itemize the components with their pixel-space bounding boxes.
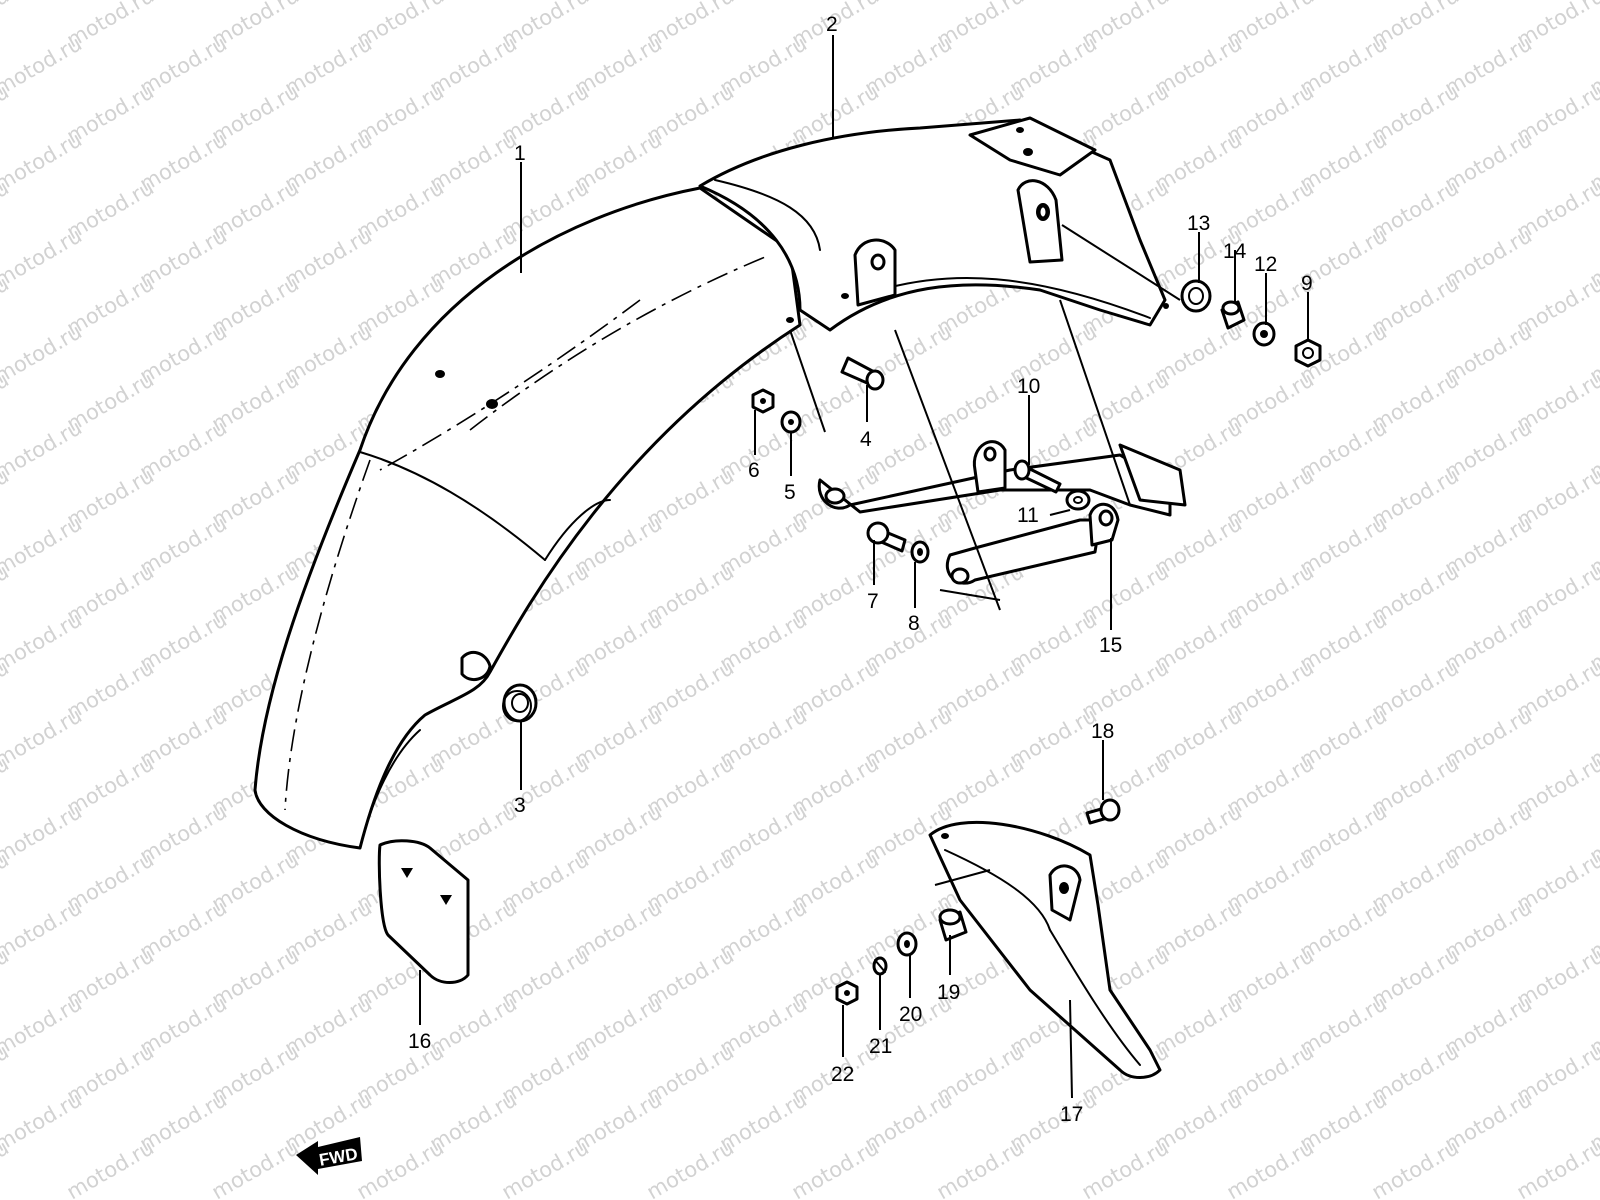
rear-fender-part-1	[253, 186, 802, 850]
watermark-text: motod.ru	[933, 1135, 1028, 1200]
callout-21: 21	[869, 1035, 892, 1058]
watermark-text: motod.ru	[788, 1135, 883, 1200]
callout-22: 22	[831, 1063, 854, 1086]
mud-guard-part-17	[928, 820, 1162, 1079]
watermark-text: motod.ru	[0, 31, 86, 100]
washer-part-20	[896, 931, 918, 957]
nut-part-6	[751, 388, 775, 414]
callout-13: 13	[1187, 212, 1210, 235]
washer-part-12	[1252, 321, 1276, 347]
watermark-text: motod.ru	[63, 1135, 158, 1200]
callout-8: 8	[908, 612, 920, 635]
watermark-text: motod.ru	[643, 1135, 738, 1200]
watermark-text: motod.ru	[498, 1135, 593, 1200]
watermark-text: motod.ru	[0, 991, 86, 1060]
bracket-part-15	[817, 440, 1187, 585]
watermark-text: motod.ru	[0, 223, 86, 292]
callout-labels: 1 2 3 4 5 6 7 8 9 10 11 12 13 14 15 16 1…	[408, 13, 1313, 1126]
callout-leaders	[419, 35, 1309, 1099]
watermark-text: motod.ru	[208, 1135, 303, 1200]
nut-part-9	[1294, 338, 1322, 368]
callout-9: 9	[1301, 272, 1313, 295]
bolt-part-4	[840, 356, 885, 391]
bolt-part-7	[866, 521, 907, 553]
watermark-text: motod.ru	[0, 703, 86, 772]
collar-part-19	[938, 908, 968, 942]
grommet-part-3	[502, 683, 538, 723]
nut-part-22	[835, 980, 859, 1006]
callout-14: 14	[1223, 240, 1247, 263]
watermark-text: motod.ru	[0, 127, 86, 196]
watermark-text: motod.ru	[353, 1135, 448, 1200]
callout-19: 19	[937, 981, 960, 1004]
watermark-text: motod.ru	[0, 799, 86, 868]
callout-18: 18	[1091, 720, 1114, 743]
watermark-text: motod.ru	[1223, 1135, 1318, 1200]
callout-11: 11	[1017, 504, 1039, 527]
watermark-text: motod.ru	[0, 319, 86, 388]
callout-10: 10	[1017, 375, 1040, 398]
watermark-text: motod.ru	[0, 0, 13, 52]
watermark-text: motod.ru	[0, 415, 86, 484]
spring-washer-part-21	[872, 956, 888, 976]
callout-1: 1	[514, 142, 526, 165]
watermark-text: motod.ru	[0, 511, 86, 580]
watermark-text: motod.ru	[1368, 1135, 1463, 1200]
watermark-text: motod.ru	[1078, 1135, 1173, 1200]
bolt-part-18	[1085, 798, 1121, 825]
watermark-text: motod.ru	[0, 895, 86, 964]
watermark-text: motod.ru	[0, 0, 86, 4]
callout-6: 6	[748, 459, 760, 482]
washer-part-5	[780, 410, 802, 434]
bolt-part-10	[1013, 459, 1062, 494]
collar-part-14	[1220, 300, 1246, 330]
callout-17: 17	[1060, 1103, 1083, 1126]
callout-5: 5	[784, 481, 796, 504]
callout-2: 2	[826, 13, 838, 36]
callout-4: 4	[860, 428, 872, 451]
fwd-arrow: FWD	[296, 1137, 362, 1175]
washer-part-11	[1065, 489, 1091, 511]
callout-3: 3	[514, 794, 526, 817]
callout-12: 12	[1254, 253, 1277, 276]
callout-7: 7	[867, 590, 879, 613]
callout-20: 20	[899, 1003, 922, 1026]
watermark-text: motod.ru	[0, 1087, 86, 1156]
assembly-lines	[789, 224, 1181, 886]
fender-inner-part-2	[698, 116, 1169, 332]
reflector-plate-part-16	[377, 839, 470, 984]
cushion-part-13	[1180, 279, 1212, 313]
callout-16: 16	[408, 1030, 431, 1053]
callout-15: 15	[1099, 634, 1122, 657]
watermark-text: motod.ru	[0, 607, 86, 676]
watermark-text: motod.ru	[1513, 1135, 1600, 1200]
washer-part-8	[910, 540, 930, 564]
